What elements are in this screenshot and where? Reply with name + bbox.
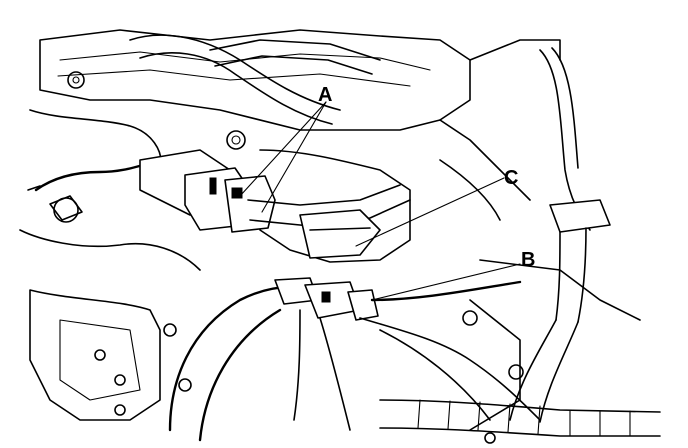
corrugated-tube (379, 399, 661, 437)
leader-line-a2 (261, 101, 327, 213)
leader-line-b (371, 263, 521, 301)
left-housing (19, 109, 201, 421)
lower-harness (168, 277, 541, 442)
leader-lines (239, 101, 521, 301)
callout-label-c: C (504, 167, 519, 189)
leader-line-c (355, 177, 505, 247)
connector-assembly-a (139, 149, 411, 233)
right-frame (439, 39, 641, 444)
center-bracket (259, 149, 411, 263)
intake-pipe (129, 34, 381, 125)
engine-block (39, 29, 471, 150)
leader-line-a (239, 101, 327, 197)
right-hose (509, 47, 611, 423)
left-sensor-cable (27, 160, 157, 223)
callout-label-b: B (521, 249, 536, 271)
callout-label-a: A (318, 84, 333, 106)
